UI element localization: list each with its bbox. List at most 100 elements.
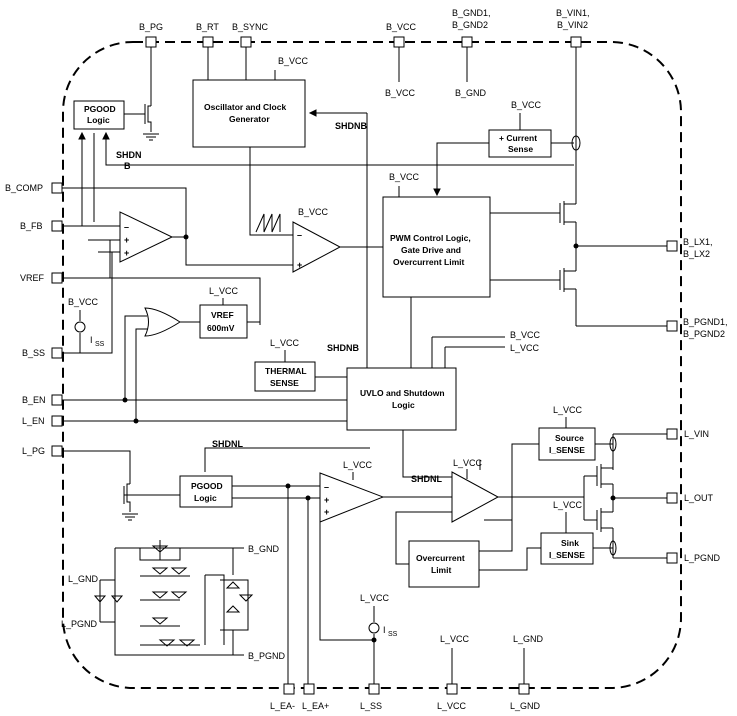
pgood-l-label-2: Logic: [194, 493, 217, 503]
label-shdnl: SHDNL: [212, 439, 244, 449]
ea-b-minus: –: [124, 222, 129, 232]
ramp-icon: [255, 213, 281, 233]
pin-label-b-sync: B_SYNC: [232, 22, 269, 32]
current-sense-label-1: + Current: [499, 133, 537, 143]
pin-label-b-comp: B_COMP: [5, 183, 43, 193]
label-shdn-b: B: [124, 161, 131, 171]
pin-b-fb: B_FB: [20, 220, 63, 232]
sink-transformer: [609, 540, 617, 556]
wire-ea-ss: [319, 510, 374, 641]
ea-l-plus1: +: [324, 495, 329, 505]
label-l-gnd-bottom: L_GND: [513, 634, 544, 644]
dot-ea-plus: [305, 495, 311, 501]
pin-b-sync: B_SYNC: [232, 22, 269, 48]
pin-l-pgnd: L_PGND: [666, 552, 721, 564]
wire-b-ss-ea: [80, 251, 113, 354]
wire-oc-out: [395, 511, 452, 565]
vref-label-2: 600mV: [207, 323, 235, 333]
wire-thermal: [284, 350, 347, 378]
low-side-fet: [559, 246, 577, 326]
pin-l-ss: L_SS: [360, 683, 382, 711]
wire-l-pg: [62, 450, 131, 484]
pin-b-en: B_EN: [22, 394, 63, 406]
label-pwm-block-vcc: B_VCC: [389, 172, 420, 182]
wire-source-to-driver: [484, 443, 539, 521]
wire-ldo-gates: [583, 475, 597, 521]
wire-source-to-oc: [479, 520, 513, 552]
wire-shdnl-to-pgood: [204, 447, 370, 472]
pin-b-pgnd: B_PGND1, B_PGND2: [666, 317, 728, 339]
uvlo-label-2: Logic: [392, 400, 415, 410]
esd-diode-network: B_GND B_PGND L_GND L_PGND: [61, 540, 286, 661]
pin-label-l-gnd: L_GND: [510, 701, 541, 711]
pwm-label-2: Gate Drive and: [401, 245, 461, 255]
label-shdnb-top: SHDNB: [335, 121, 368, 131]
current-sense-block: + Current Sense: [488, 129, 552, 158]
source-transformer: [609, 436, 617, 452]
ldo-high-fet: [596, 464, 614, 498]
source-label-2: I_SENSE: [549, 445, 585, 455]
pwm-label-1: PWM Control Logic,: [390, 233, 471, 243]
pin-label-l-ss: L_SS: [360, 701, 382, 711]
pwm-label-3: Overcurrent Limit: [393, 257, 464, 267]
wire-gate-drives: [490, 212, 560, 281]
dot-ea-b-out: [183, 234, 189, 240]
pin-label-b-fb: B_FB: [20, 221, 43, 231]
label-esd-b-pgnd: B_PGND: [248, 651, 286, 661]
label-b-gnd-top: B_GND: [455, 88, 487, 98]
label-vref-l-vcc: L_VCC: [209, 286, 239, 296]
high-side-fet: [559, 200, 577, 246]
wire-ea-b-inputs: [88, 239, 120, 253]
pin-label-b-pgnd1: B_PGND1,: [683, 317, 728, 327]
pgood-b-label-2: Logic: [87, 115, 110, 125]
label-osc-b-vcc: B_VCC: [278, 56, 309, 66]
overcurrent-block: Overcurrent Limit: [408, 540, 480, 588]
pin-label-b-pg: B_PG: [139, 22, 163, 32]
pin-label-l-ea-plus: L_EA+: [302, 701, 329, 711]
sink-isense-block: Sink I_SENSE: [540, 532, 594, 565]
ldo-low-fet: [596, 498, 614, 558]
dot-l-ss: [371, 637, 377, 643]
thermal-label-2: SENSE: [270, 378, 299, 388]
pin-label-l-pgnd: L_PGND: [684, 553, 721, 563]
label-esd-b-gnd: B_GND: [248, 544, 280, 554]
pwm-comp-plus: +: [297, 260, 302, 270]
label-shdnb-mid: SHDNB: [327, 343, 360, 353]
pgood-b-label-1: PGOOD: [84, 104, 116, 114]
label-thermal-l-vcc: L_VCC: [270, 338, 300, 348]
label-esd-l-pgnd: L_PGND: [61, 619, 98, 629]
wire-uvlo-inputs: [410, 297, 446, 368]
pin-label-l-en: L_EN: [22, 416, 45, 426]
wire-or-inputs: [124, 315, 148, 420]
pin-label-l-pg: L_PG: [22, 446, 45, 456]
pin-label-b-lx2: B_LX2: [683, 249, 710, 259]
dot-b-en: [122, 397, 128, 403]
arrow-shdnb-osc: [308, 109, 317, 117]
thermal-sense-block: THERMAL SENSE: [254, 361, 316, 392]
pin-b-rt: B_RT: [196, 22, 219, 48]
wire-vref: [62, 277, 261, 325]
arrow-pgood-fb: [78, 131, 86, 140]
sink-label-2: I_SENSE: [549, 550, 585, 560]
error-amp-l: – + +: [319, 472, 385, 523]
wire-pgood-l-in: [232, 485, 320, 499]
osc-label-1: Oscillator and Clock: [204, 102, 286, 112]
wire-source-vin: [595, 433, 667, 445]
pwm-comp-minus: –: [297, 230, 302, 240]
label-uvlo-b-vcc: B_VCC: [510, 330, 541, 340]
wire-sink-pgnd: [593, 547, 667, 559]
ldo-driver: [451, 471, 500, 523]
label-driver-l-vcc: L_VCC: [453, 458, 483, 468]
wire-sink-to-oc: [479, 547, 541, 571]
or-gate: [144, 307, 181, 337]
dot-l-en: [133, 418, 139, 424]
label-iss-l: I: [383, 625, 386, 635]
pin-label-b-rt: B_RT: [196, 22, 219, 32]
pin-label-vref: VREF: [20, 273, 45, 283]
vref-block: VREF 600mV: [199, 304, 248, 339]
oscillator-block: Oscillator and Clock Generator: [192, 79, 306, 148]
pin-b-ss: B_SS: [22, 347, 63, 359]
wire-shdnl-to-ldo: [402, 430, 452, 478]
